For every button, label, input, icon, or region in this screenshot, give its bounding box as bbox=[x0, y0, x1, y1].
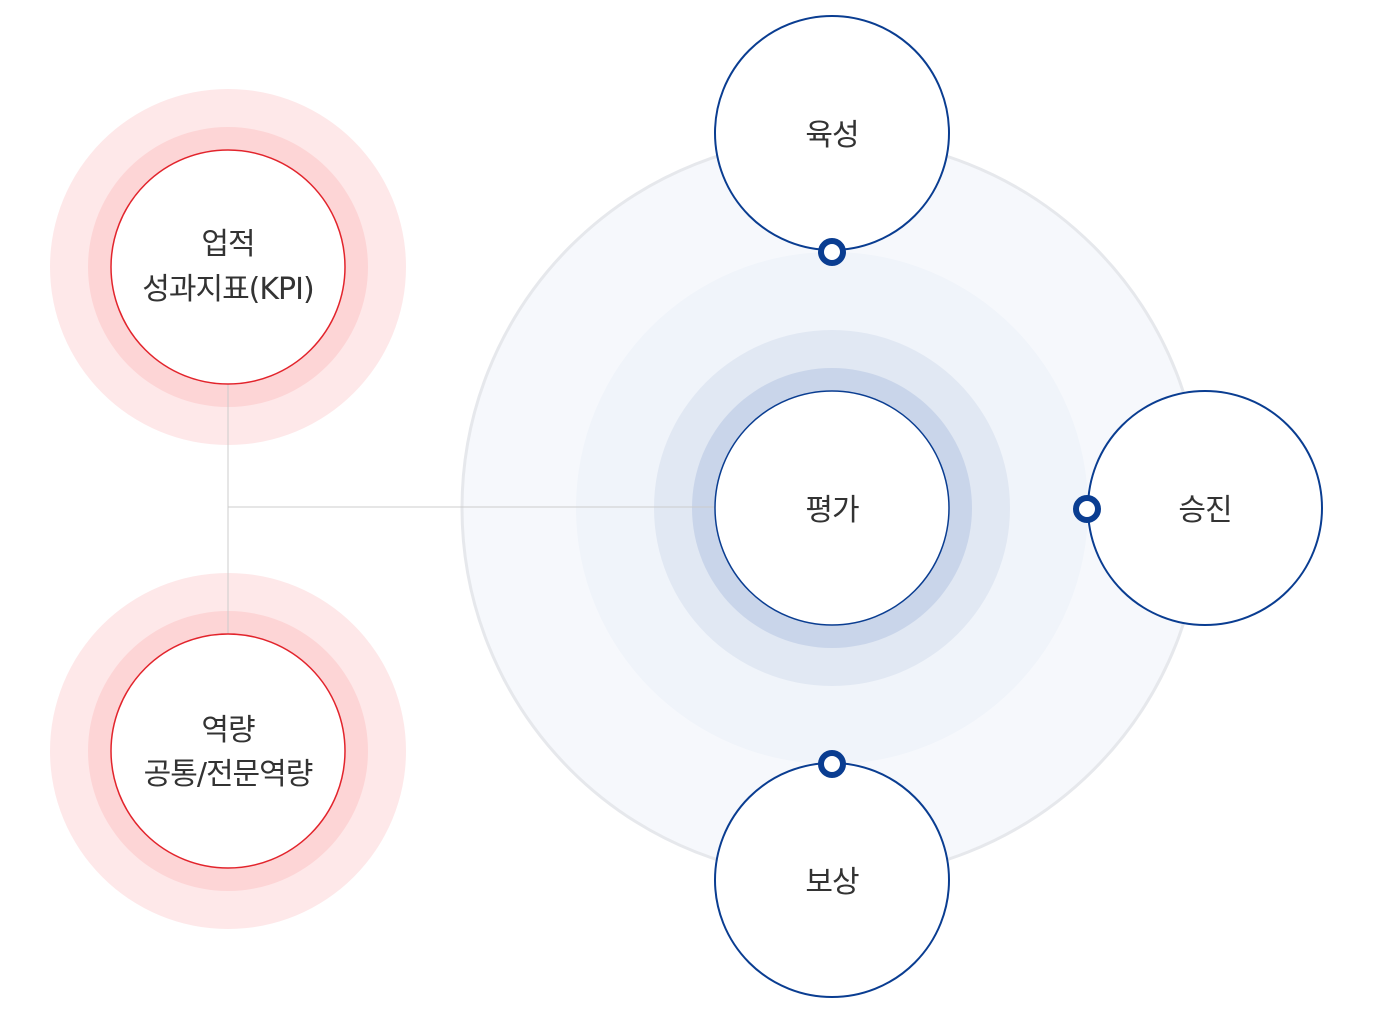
node-performance-line1: 업적 bbox=[201, 227, 254, 262]
node-competency: 역량 공통/전문역량 bbox=[110, 633, 346, 869]
node-competency-line2: 공통/전문역량 bbox=[144, 757, 313, 792]
connector-dot-compensation bbox=[818, 750, 846, 778]
node-compensation: 보상 bbox=[714, 762, 950, 998]
connector-dot-promotion bbox=[1073, 495, 1101, 523]
node-performance: 업적 성과지표(KPI) bbox=[110, 149, 346, 385]
node-evaluation: 평가 bbox=[714, 390, 950, 626]
node-promotion: 승진 bbox=[1087, 390, 1323, 626]
node-performance-line2: 성과지표(KPI) bbox=[142, 272, 313, 307]
node-development-label: 육성 bbox=[805, 118, 858, 153]
node-evaluation-label: 평가 bbox=[805, 493, 859, 528]
node-development: 육성 bbox=[714, 15, 950, 251]
node-compensation-label: 보상 bbox=[805, 865, 859, 900]
node-competency-line1: 역량 bbox=[201, 713, 255, 748]
node-promotion-label: 승진 bbox=[1178, 493, 1231, 528]
connector-dot-development bbox=[818, 238, 846, 266]
